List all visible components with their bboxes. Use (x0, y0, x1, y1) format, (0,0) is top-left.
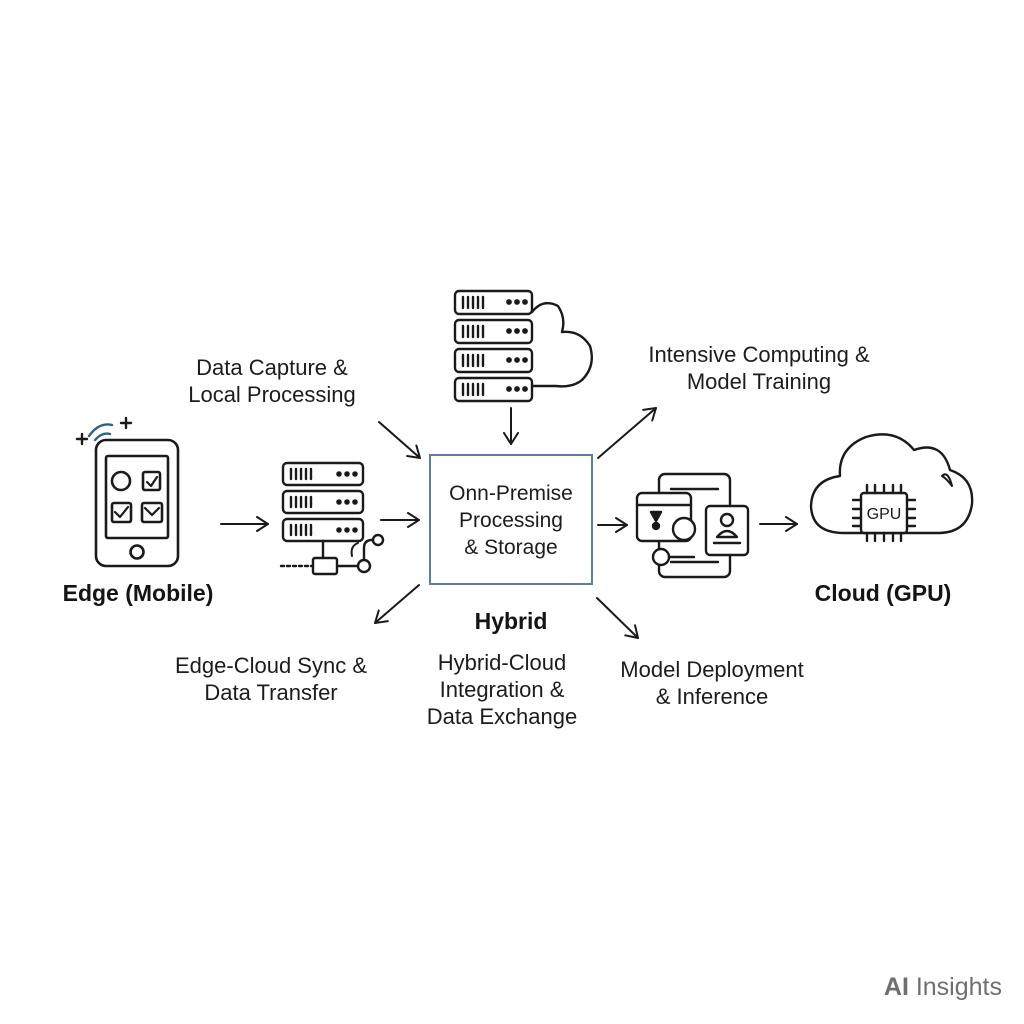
edge-mobile-title: Edge (Mobile) (62, 580, 214, 606)
intensive-computing-line-1: Intensive Computing & (648, 342, 870, 367)
on-premise-line-2: Processing (459, 509, 563, 532)
model-deployment-line-1: Model Deployment (620, 657, 804, 682)
cloud-gpu-icon: GPU (809, 433, 974, 543)
edge-cloud-sync-label: Edge-Cloud Sync & Data Transfer (164, 652, 378, 706)
on-premise-box-label: Onn-Premise Processing & Storage (429, 480, 593, 561)
data-capture-line-2: Local Processing (188, 382, 356, 407)
arrow-box-to-training (597, 407, 657, 459)
cloud-gpu-title: Cloud (GPU) (814, 580, 952, 606)
arrow-box-to-deployment (596, 597, 639, 639)
intensive-computing-line-2: Model Training (686, 369, 832, 394)
wireless-signal-icon (75, 416, 133, 446)
brand-watermark-regular: Insights (908, 973, 1002, 1001)
model-deployment-line-2: & Inference (655, 684, 769, 709)
model-deployment-label: Model Deployment & Inference (606, 656, 818, 710)
on-premise-line-1: Onn-Premise (449, 482, 573, 505)
model-workflow-icon (635, 472, 750, 579)
brand-watermark: AI Insights (884, 972, 1002, 1002)
mobile-phone-icon (94, 438, 180, 568)
brand-watermark-bold: AI (883, 973, 909, 1001)
cloud-chip-label: GPU (867, 506, 902, 523)
edge-server-icon (279, 461, 385, 576)
hybrid-cloud-line-1: Hybrid-Cloud (437, 650, 567, 675)
edge-cloud-sync-line-1: Edge-Cloud Sync & (175, 653, 367, 678)
arrow-capture-to-box (378, 421, 421, 459)
arrow-box-to-sync (374, 584, 420, 624)
edge-cloud-sync-line-2: Data Transfer (204, 680, 338, 705)
server-rack-icon (453, 289, 593, 403)
hybrid-cloud-line-2: Integration & (439, 677, 565, 702)
hybrid-cloud-line-3: Data Exchange (426, 704, 578, 729)
hybrid-title: Hybrid (474, 608, 548, 634)
hybrid-cloud-label: Hybrid-Cloud Integration & Data Exchange (416, 649, 588, 730)
on-premise-line-3: & Storage (464, 536, 558, 559)
intensive-computing-label: Intensive Computing & Model Training (636, 341, 882, 395)
data-capture-label: Data Capture & Local Processing (176, 354, 368, 408)
on-premise-box (429, 454, 593, 585)
data-capture-line-1: Data Capture & (196, 355, 348, 380)
